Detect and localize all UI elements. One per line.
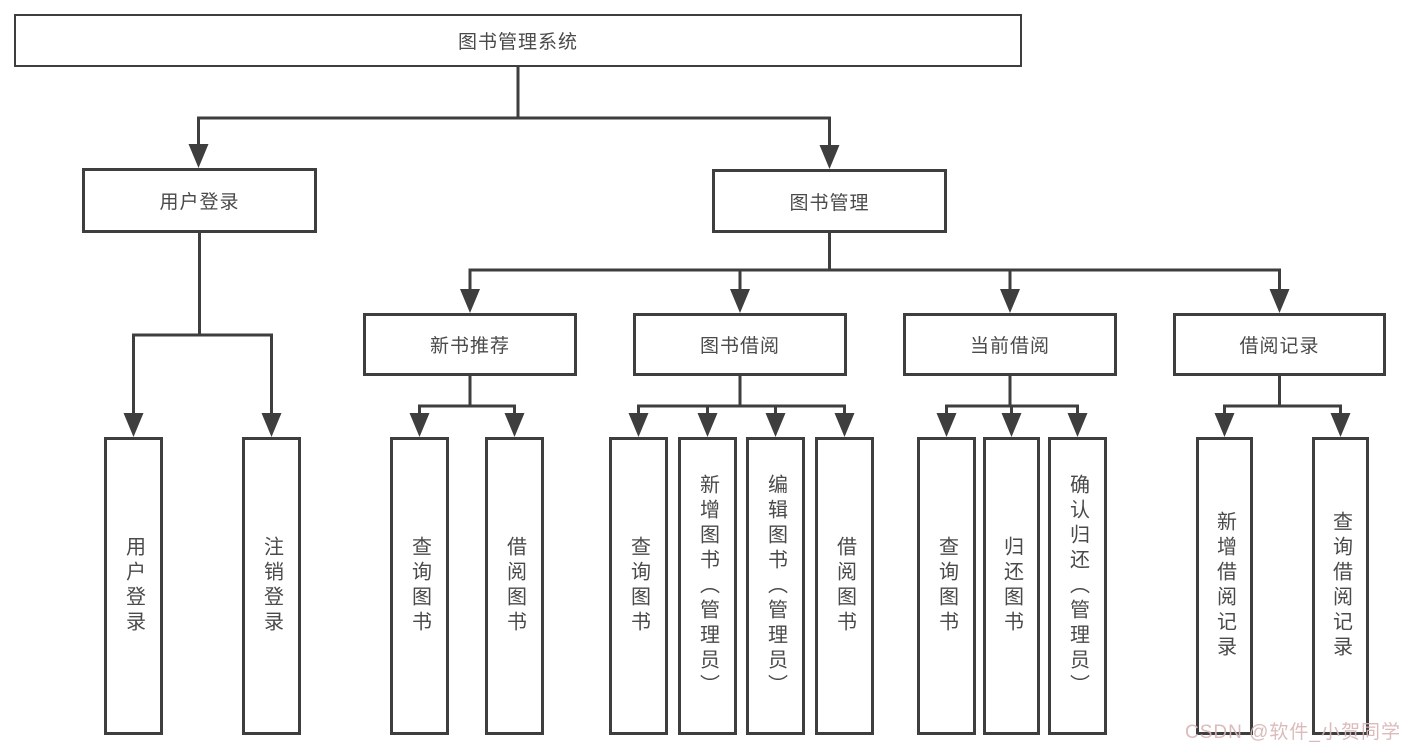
arrowhead-down-icon <box>188 144 209 168</box>
node-user-login: 用户登录 <box>82 168 317 233</box>
node-label: 借阅图书 <box>503 536 526 636</box>
arrowhead-down-icon <box>409 413 430 437</box>
arrowhead-down-icon <box>1001 413 1022 437</box>
node-book-borrowing: 图书借阅 <box>633 313 847 376</box>
node-library-management-system: 图书管理系统 <box>14 14 1022 67</box>
leaf-edit-books-admin: 编辑图书（管理员） <box>746 437 805 735</box>
arrowhead-down-icon <box>504 413 525 437</box>
arrowhead-down-icon <box>123 413 144 437</box>
leaf-user-login: 用户登录 <box>104 437 163 735</box>
node-label: 编辑图书（管理员） <box>764 473 787 699</box>
arrowhead-down-icon <box>460 289 480 313</box>
arrowhead-down-icon <box>1000 289 1020 313</box>
arrowhead-down-icon <box>1330 413 1351 437</box>
leaf-borrowing-query-books: 查询图书 <box>609 437 668 735</box>
node-label: 图书管理 <box>789 192 870 214</box>
node-label: 新书推荐 <box>429 336 510 357</box>
node-label: 查询图书 <box>408 536 431 636</box>
csdn-watermark: CSDN @软件_小贺同学 <box>1185 722 1401 743</box>
arrowhead-down-icon <box>936 413 957 437</box>
node-label: 归还图书 <box>1000 536 1023 636</box>
arrowhead-down-icon <box>834 413 855 437</box>
leaf-add-borrow-record: 新增借阅记录 <box>1196 437 1253 735</box>
node-label: 确认归还（管理员） <box>1066 473 1089 699</box>
node-label: 查询图书 <box>627 536 650 636</box>
arrowhead-down-icon <box>765 413 786 437</box>
arrowhead-down-icon <box>819 145 840 169</box>
leaf-current-query-books: 查询图书 <box>917 437 976 735</box>
leaf-borrowing-borrow-books: 借阅图书 <box>815 437 874 735</box>
node-current-borrowing: 当前借阅 <box>903 313 1117 376</box>
node-label: 用户登录 <box>122 536 145 636</box>
node-label: 图书管理系统 <box>457 32 578 53</box>
arrowhead-down-icon <box>628 413 649 437</box>
arrowhead-down-icon <box>261 413 282 437</box>
node-label: 注销登录 <box>260 536 283 636</box>
node-label: 借阅图书 <box>833 536 856 636</box>
node-label: 查询图书 <box>935 536 958 636</box>
leaf-return-books: 归还图书 <box>983 437 1040 735</box>
node-new-book-recommend: 新书推荐 <box>363 313 577 376</box>
arrowhead-down-icon <box>1214 413 1235 437</box>
arrowhead-down-icon <box>730 289 750 313</box>
node-book-management: 图书管理 <box>712 169 947 233</box>
node-label: 当前借阅 <box>969 336 1050 357</box>
node-label: 查询借阅记录 <box>1329 511 1352 661</box>
leaf-recommend-query-books: 查询图书 <box>390 437 449 735</box>
arrowhead-down-icon <box>1067 413 1088 437</box>
leaf-confirm-return-admin: 确认归还（管理员） <box>1048 437 1107 735</box>
node-label: 用户登录 <box>159 192 240 213</box>
node-label: 图书借阅 <box>699 336 780 357</box>
arrowhead-down-icon <box>1269 289 1290 313</box>
leaf-query-borrow-record: 查询借阅记录 <box>1312 437 1369 735</box>
arrowhead-down-icon <box>697 413 718 437</box>
node-label: 新增图书（管理员） <box>696 473 719 699</box>
leaf-add-books-admin: 新增图书（管理员） <box>678 437 737 735</box>
node-borrowing-records: 借阅记录 <box>1173 313 1386 376</box>
leaf-logout: 注销登录 <box>242 437 301 735</box>
node-label: 借阅记录 <box>1239 336 1320 357</box>
node-label: 新增借阅记录 <box>1213 511 1236 661</box>
leaf-recommend-borrow-books: 借阅图书 <box>485 437 544 735</box>
